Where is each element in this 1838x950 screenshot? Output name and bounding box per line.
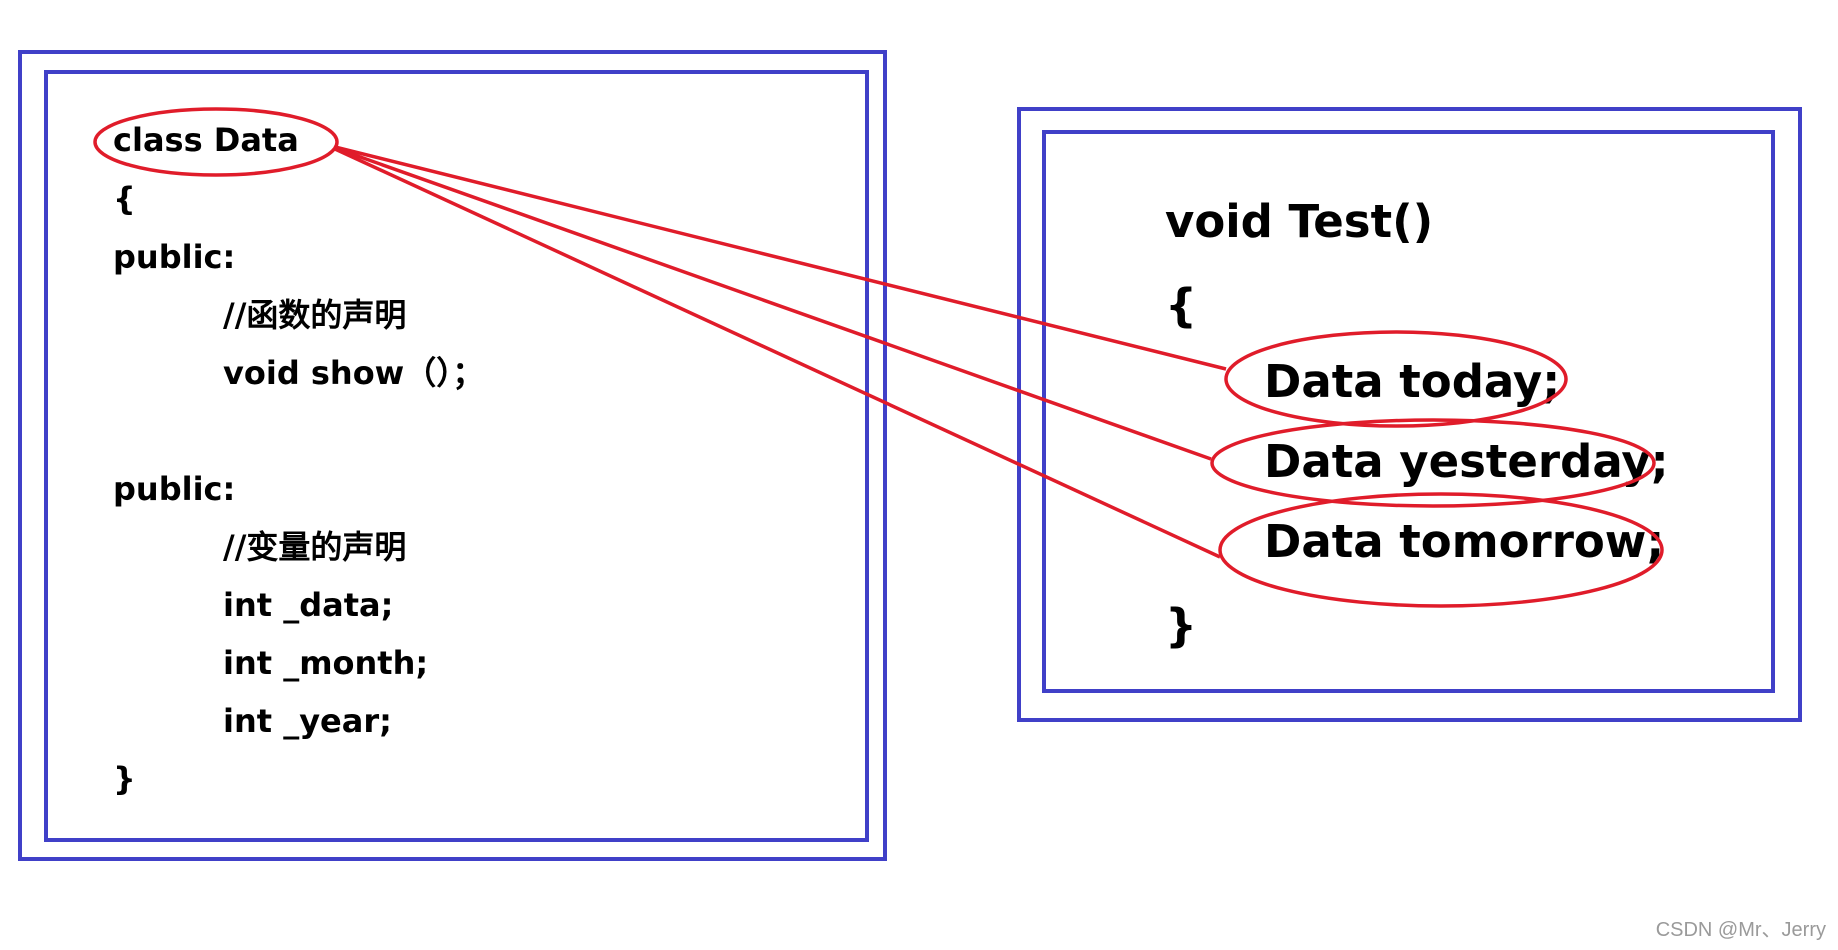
member-month: int _month;	[223, 644, 429, 682]
test-close-brace: }	[1165, 599, 1198, 652]
class-declaration: class Data	[113, 121, 299, 159]
csdn-watermark: CSDN @Mr、Jerry	[1655, 919, 1826, 941]
object-today: Data today;	[1264, 355, 1561, 408]
method-show-declaration: void show（）；	[223, 354, 485, 392]
object-tomorrow: Data tomorrow;	[1264, 515, 1665, 568]
comment-variable-declaration: //变量的声明	[223, 528, 407, 566]
class-panel-inner-frame	[44, 70, 869, 842]
class-open-brace: {	[113, 180, 136, 218]
test-open-brace: {	[1165, 279, 1198, 332]
comment-function-declaration: //函数的声明	[223, 296, 407, 334]
class-close-brace: }	[113, 760, 136, 798]
member-data: int _data;	[223, 586, 394, 624]
member-year: int _year;	[223, 702, 392, 740]
public-specifier-2: public:	[113, 470, 236, 508]
object-yesterday: Data yesterday;	[1264, 435, 1669, 488]
public-specifier-1: public:	[113, 238, 236, 276]
test-function-signature: void Test()	[1165, 195, 1434, 248]
